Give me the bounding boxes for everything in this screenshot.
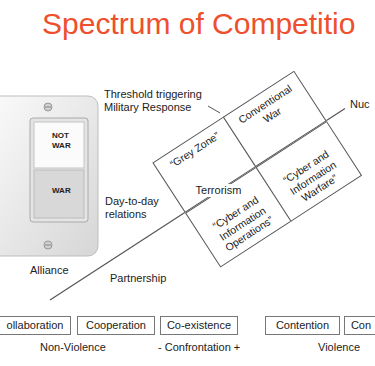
title: Spectrum of Competitio bbox=[42, 6, 355, 42]
threshold-note: Threshold triggering Military Response bbox=[104, 88, 216, 114]
spectrum-box: ollaboration bbox=[0, 316, 71, 335]
switch-rocker-bottom bbox=[34, 170, 84, 218]
box-text: ollaboration bbox=[7, 319, 64, 332]
box-text: “Grey Zone” bbox=[160, 124, 230, 175]
axis-label: Day-to-day relations bbox=[105, 195, 165, 221]
spectrum-box: Con bbox=[344, 316, 375, 335]
switch-plate bbox=[0, 96, 98, 256]
scale-label: - Confrontation + bbox=[158, 341, 240, 354]
spectrum-box: Contention bbox=[265, 316, 340, 335]
box-text: Co-existence bbox=[167, 319, 231, 332]
leader-line bbox=[208, 106, 220, 113]
axis-label: Partnership bbox=[110, 272, 166, 285]
switch-label: NOT WAR bbox=[52, 131, 82, 150]
scale-label: Violence bbox=[318, 341, 360, 354]
screw bbox=[44, 103, 52, 111]
box-text: Cooperation bbox=[86, 319, 146, 332]
spectrum-box: Cooperation bbox=[77, 316, 155, 335]
screw-slot bbox=[45, 107, 51, 108]
spectrum-box: Co-existence bbox=[160, 316, 238, 335]
box-text: Con bbox=[351, 319, 371, 332]
switch-rocker-top bbox=[34, 122, 84, 168]
switch-frame bbox=[30, 118, 88, 222]
spectrum-end-label: Nuc bbox=[350, 98, 370, 111]
box-text: “Cyber and Information Warfare” bbox=[271, 141, 354, 214]
axis-label: Terrorism bbox=[194, 184, 244, 197]
screw-slot bbox=[45, 245, 51, 246]
switch-label: WAR bbox=[52, 186, 71, 196]
box-text: Contention bbox=[276, 319, 329, 332]
scale-label: Non-Violence bbox=[40, 341, 106, 354]
screw bbox=[44, 241, 52, 249]
box-text: Conventional War bbox=[230, 78, 307, 140]
box-text: “Cyber and Information Operations” bbox=[201, 187, 284, 260]
axis-label: Alliance bbox=[30, 264, 69, 277]
